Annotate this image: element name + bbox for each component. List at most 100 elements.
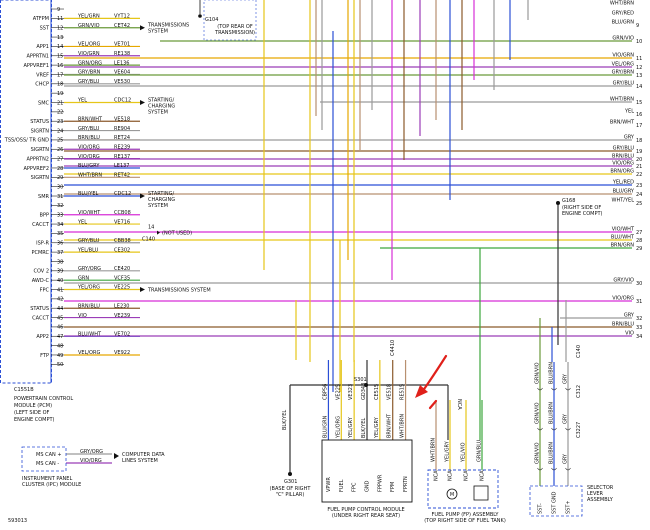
right-wire-color: VEL/ORG [612,62,634,68]
pcm-pin-number: 17 [57,72,63,78]
ipc-arrow [114,453,119,459]
ipc-arrow-text: LINES SYSTEM [122,458,158,464]
right-wire-color: BRN/BLU [612,322,634,328]
pump-motor-symbol [446,488,458,500]
right-pin-number: 18 [636,138,642,144]
pump-top-code: NCA [456,399,462,410]
fpcm-wire-color: YEL/ORG [335,416,341,439]
pcm-pin-number: 23 [57,119,63,125]
fpcm-wire-circuit: VE518 [387,384,393,400]
pcm-pin-number: 50 [57,362,63,368]
fpcm-wire-color: WHT/BRN [400,414,406,438]
selector-wire-color: GRY [563,373,569,384]
pcm-pin-number: 31 [57,194,63,200]
right-wire-color: YEL [624,109,634,115]
selector-wire-color: GRY [563,453,569,464]
pcm-pin-number: 44 [57,306,63,312]
fpcm-pin-name: GND [365,480,371,492]
pcm-pin-name: SMC [38,100,49,106]
right-pin-number: 14 [636,84,642,90]
pcm-pin-number: 9 [57,7,60,13]
right-wire-color: VIO/ORG [612,296,634,302]
pcm-wire-circuit: LE137 [114,163,130,169]
pump-pin-code: NCA [448,470,454,481]
pcm-wire-color: GRN/ORG [78,60,102,66]
pcm-pin-name: APP2 [36,334,49,340]
arrow-note-text: TRANSMISSIONS SYSTEM [147,287,211,293]
pcm-pin-name: SIGRTN [31,175,50,181]
pcm-wire-color: VIO/ORG [78,144,100,150]
pcm-wire-circuit: VE225 [114,285,130,291]
ipc-pin-label: MS CAN - [36,461,59,467]
fpcm-pin-name: FUEL [339,479,345,492]
fpcm-title-line: FUEL PUMP CONTROL MODULE [327,507,404,513]
pcm-wire-color: GRY/BLU [78,126,100,132]
arrow-note-text: STARTING/ [148,191,175,197]
right-wire-color: BRN/GRN [611,243,635,249]
right-pin-number: 19 [636,149,642,155]
pcm-wire-color: YEL [77,219,87,225]
pcm-pin-number: 25 [57,138,63,144]
pcm-wire-color: VIO [78,313,87,319]
arrow-note-triangle [140,287,145,293]
pcm-wire-circuit: VE530 [114,79,130,85]
pcm-pin-name: FPC [40,287,50,293]
pcm-pin-number: 26 [57,147,63,153]
selector-title-line: ASSEMBLY [587,497,614,503]
pcm-pin-name: SST [40,26,50,32]
arrow-note-text: SYSTEM [148,203,168,209]
component-layer [0,0,583,517]
not-used-connector: C140 [142,237,155,243]
pcm-wire-circuit: VE604 [114,70,130,76]
right-pin-number: 32 [636,316,642,322]
g104-label: G104 [205,17,218,23]
right-wire-color: WHT/YEL [612,198,635,204]
pump-pin-code: NCA [464,470,470,481]
pcm-wire-color: YEL [77,98,87,104]
g301-desc: (BASE OF RIGHT [270,486,312,492]
pump-title-line: FUEL PUMP (FP) ASSEMBLY [432,512,500,518]
selector-title-line: SELECTOR [587,485,614,491]
right-wire-color: GRY/BLU [613,146,635,152]
pcm-pin-name: FTP [40,353,49,359]
right-wire-color: WHT/BRN [610,97,634,103]
pcm-wire-color: GRY/BRN [78,70,101,76]
arrow-note-text: STARTING/ [148,97,175,103]
pcm-pin-number: 49 [57,353,63,359]
pcm-wire-color: VIO/ORG [78,154,100,160]
right-wire-color: GRY/RED [612,11,634,17]
pcm-pin-name: PCMRC [31,250,49,256]
pcm-pin-name: BPP [40,213,49,219]
right-pin-number: 33 [636,325,642,331]
pcm-wire-color: BLU/WHT [78,331,102,337]
pcm-pin-number: 41 [57,287,63,293]
right-pin-number: 13 [636,73,642,79]
right-wire-color: GRY [624,313,635,319]
right-pin-number: 22 [636,172,642,178]
right-pin-number: 17 [636,123,642,129]
pcm-wire-color: VEL/ORG [78,42,100,48]
pcm-pin-number: 21 [57,100,63,106]
fpcm-pin-name: FPC [352,482,358,492]
annotation-layer [415,354,448,410]
fpcm-pin-name: FPM [390,482,396,492]
pcm-pin-name: COV 2 [33,269,49,275]
right-wire-color: BRN/ORG [610,169,634,175]
pcm-wire-circuit: CDC12 [114,191,131,197]
right-pin-number: 24 [636,192,642,198]
pcm-wire-color: BLU/GRY [78,163,100,169]
ipc-title-line: CLUSTER (IPC) MODULE [22,482,81,488]
pcm-wire-circuit: VE518 [114,116,130,122]
right-wire-color: GRY/VIO [613,278,634,284]
pump-wire-color: YEL/VIO [461,442,467,463]
right-pin-number: 9 [636,23,639,29]
pcm-pin-number: 48 [57,343,63,349]
arrow-note-text: SYSTEM [148,29,168,35]
ipc-title-line: INSTRUMENT PANEL [22,476,72,482]
inline-connector-mark [551,427,557,431]
red-annotation-tick [428,399,438,410]
pcm-wire-color: YEL/BLU [77,247,99,253]
right-pin-number: 16 [636,112,642,118]
arrow-note-text: SYSTEM [148,109,168,115]
pcm-pin-number: 14 [57,44,63,50]
